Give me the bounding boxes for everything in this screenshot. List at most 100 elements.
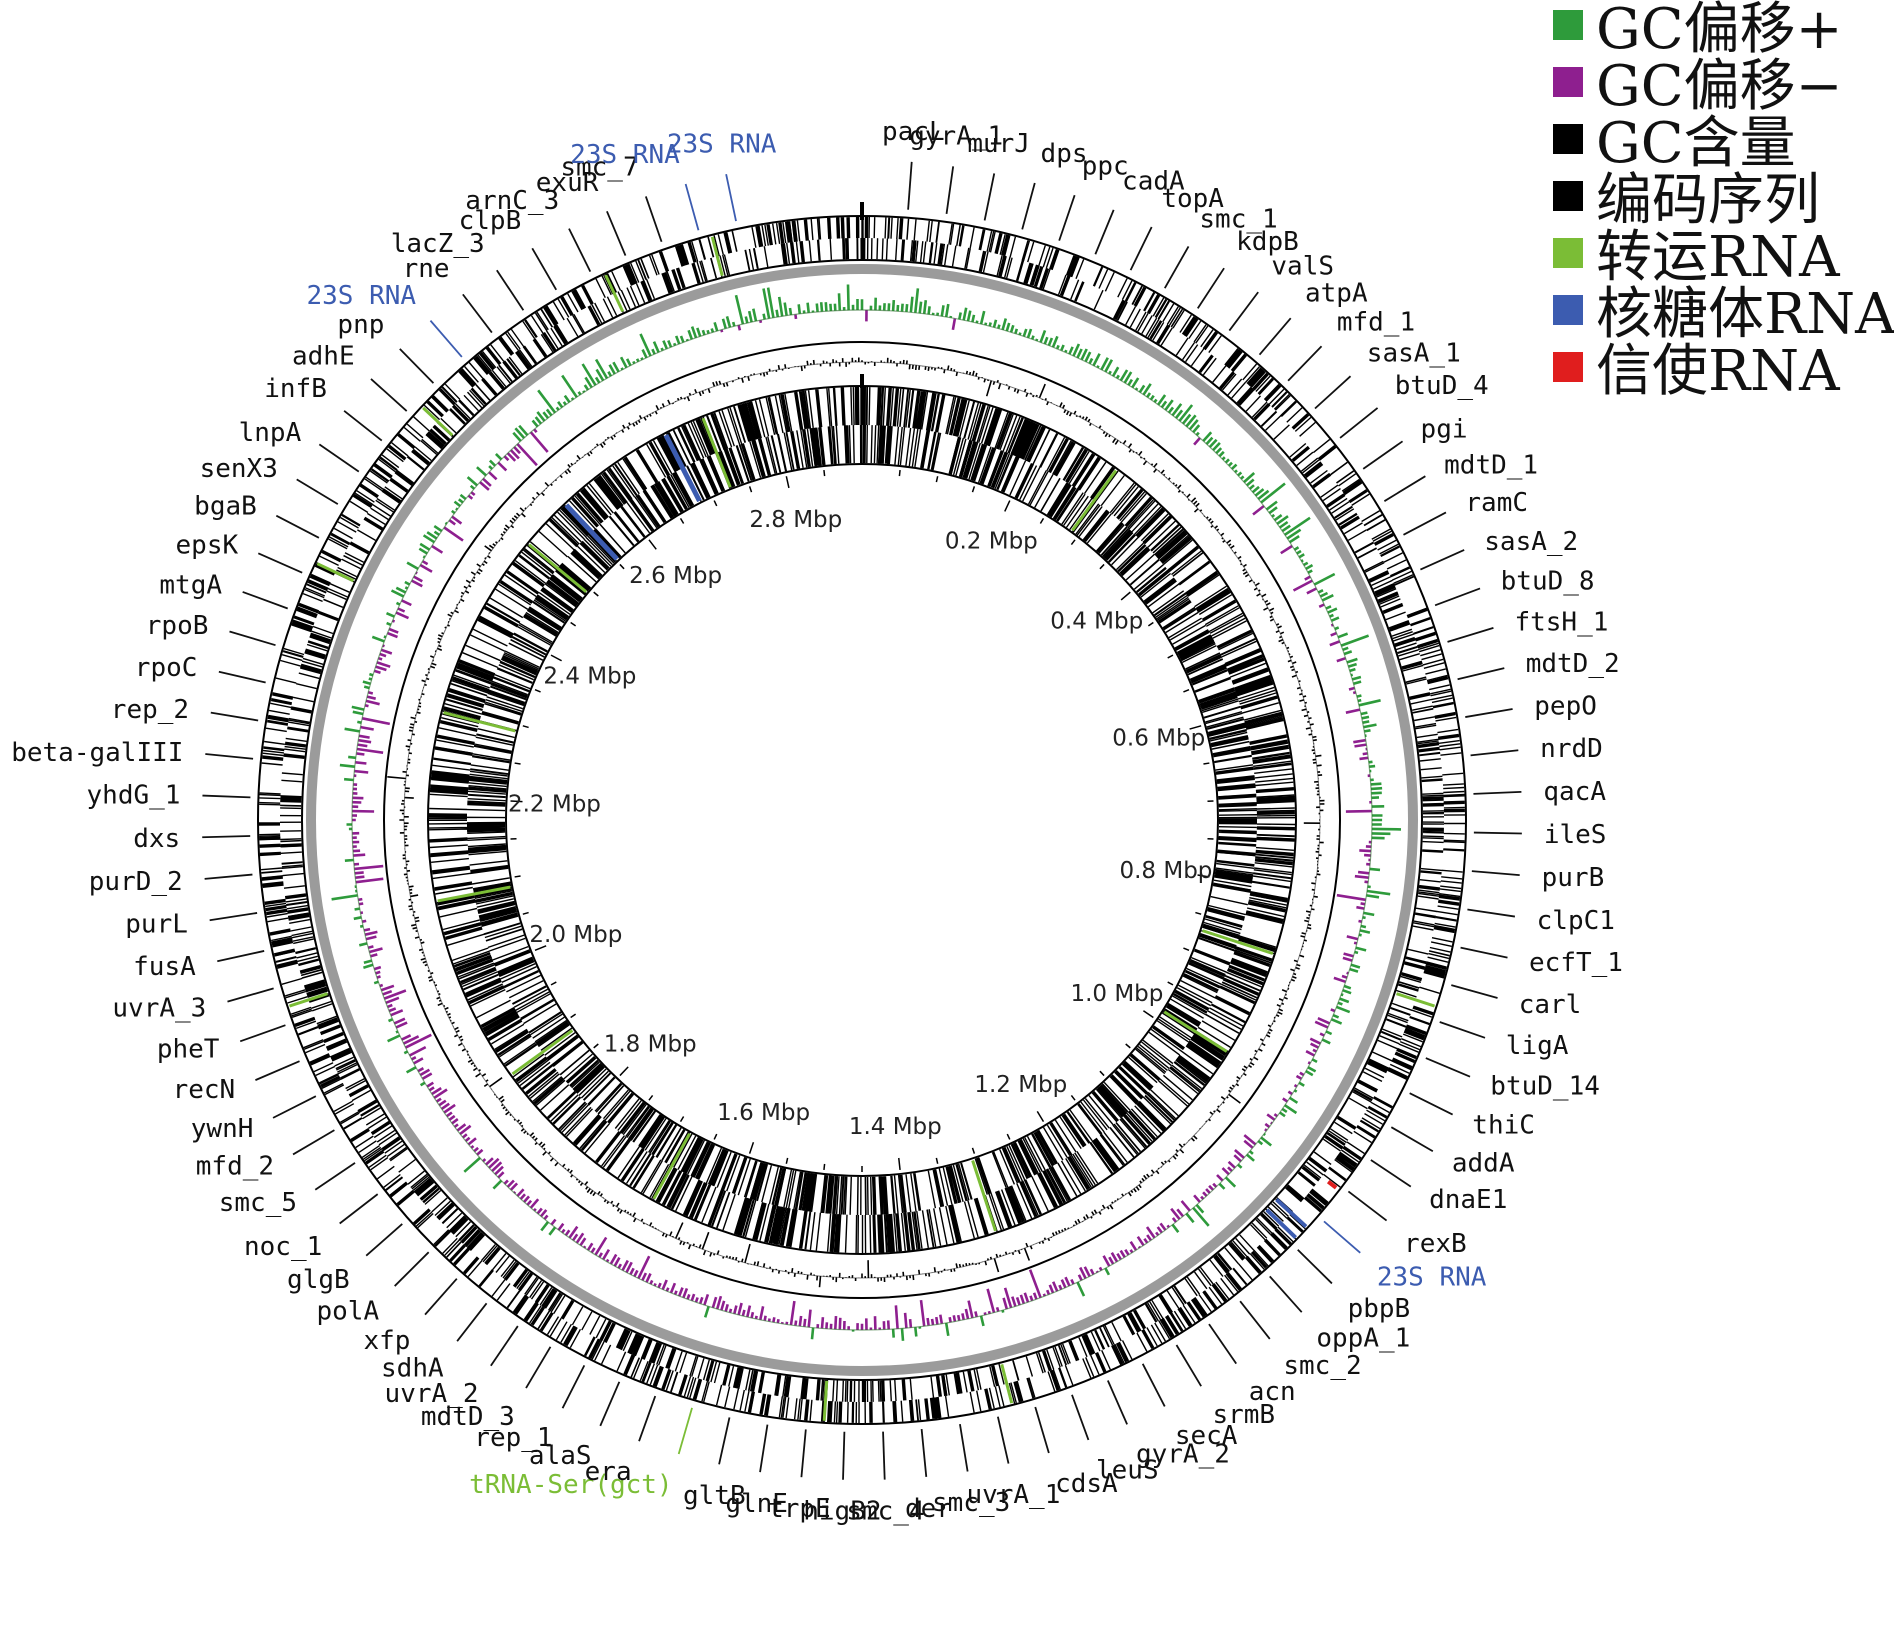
gene-label: kdpB [1236, 227, 1299, 257]
gene-label: btuD_14 [1490, 1071, 1600, 1101]
gene-label: ramC [1465, 488, 1528, 518]
legend-label: 转运RNA [1596, 225, 1840, 290]
scale-tick [550, 981, 557, 986]
gene-leader-line [1370, 1159, 1412, 1188]
scale-label: 1.4 Mbp [849, 1114, 942, 1140]
gene-label: rpoC [135, 653, 198, 683]
gene-label: clpC1 [1537, 906, 1615, 936]
gene-label: uvrA_3 [112, 994, 206, 1024]
legend-label: GC偏移− [1596, 54, 1843, 119]
gene-leader-line [1471, 870, 1520, 877]
gene-leader-line [1071, 1394, 1090, 1441]
gene-label: smc_4 [846, 1497, 924, 1527]
scale-label: 0.6 Mbp [1112, 726, 1205, 752]
gene-label: secA [1175, 1421, 1238, 1451]
gene-leader-line [1021, 182, 1036, 230]
scale-tick [1070, 539, 1076, 546]
gene-label: alaS [529, 1441, 592, 1471]
gene-leader-line [209, 912, 258, 922]
gene-label: cdsA [1055, 1469, 1118, 1499]
trna-feature [1396, 992, 1435, 1008]
trna-feature [289, 992, 328, 1008]
gene-leader-line [399, 348, 435, 384]
gene-leader-line [1465, 708, 1513, 718]
scale-tick [1203, 762, 1210, 765]
gene-leader-line [1473, 831, 1522, 835]
gene-leader-line [204, 873, 253, 880]
gene-label: mdtD_3 [421, 1402, 515, 1432]
gene-leader-line [202, 794, 251, 799]
gene-label: 23S RNA [307, 281, 417, 311]
gene-label: addA [1452, 1148, 1515, 1178]
gene-leader-line [1403, 511, 1447, 536]
scale-tick [1195, 911, 1202, 915]
gene-leader-line [1034, 1406, 1050, 1454]
gene-leader-line [296, 478, 339, 505]
scale-label: 2.2 Mbp [508, 791, 601, 817]
scale-tick [679, 517, 685, 524]
gene-label: mdtD_1 [1444, 451, 1538, 481]
gene-label: lacZ_3 [391, 229, 485, 259]
gene-leader-line [1287, 345, 1323, 382]
scale-label: 1.0 Mbp [1070, 981, 1163, 1007]
gene-leader-line [1390, 1126, 1434, 1153]
gene-leader-line [842, 1431, 846, 1480]
gene-label: ywnH [191, 1114, 254, 1144]
gene-label: mtgA [159, 570, 222, 600]
scale-tick [1183, 947, 1190, 951]
gc-content-baseline [403, 361, 1321, 1279]
trna-feature [316, 562, 355, 583]
mrna-feature [1326, 1180, 1338, 1190]
scale-tick [1099, 563, 1105, 570]
gc-skew-baseline [351, 309, 1373, 1331]
gene-leader-line [907, 161, 913, 210]
legend-label: GC偏移+ [1596, 0, 1843, 62]
gene-label: purL [125, 910, 188, 940]
gene-label: rpoB [146, 611, 209, 641]
gene-leader-line [257, 552, 303, 574]
gene-leader-line [496, 269, 525, 311]
gene-leader-line [1107, 1380, 1128, 1425]
gene-leader-line [1129, 226, 1153, 271]
scale-tick [514, 875, 521, 878]
gene-label: topA [1161, 184, 1224, 214]
scale-label: 2.8 Mbp [749, 507, 842, 533]
scale-tick [713, 500, 718, 507]
gene-leader-line [1470, 749, 1519, 757]
gene-leader-line [1314, 375, 1352, 410]
gene-label: smc_1 [1199, 204, 1277, 234]
gene-label: purD_2 [89, 867, 183, 897]
gene-leader-line [718, 1417, 731, 1465]
gene-label: qacA [1543, 777, 1606, 807]
gene-label: rep_2 [111, 695, 189, 725]
scale-tick [935, 1157, 939, 1164]
gene-leader-line [920, 1429, 928, 1477]
gene-label: mfd_1 [1337, 307, 1415, 337]
trna-feature [1071, 469, 1118, 532]
gene-label: pepO [1534, 691, 1597, 721]
gene-label: pheT [157, 1035, 220, 1065]
gene-leader-line [677, 1407, 693, 1455]
gene-leader-line [684, 183, 700, 231]
gene-leader-line [1239, 1300, 1271, 1340]
gene-leader-line [882, 1431, 886, 1480]
scale-tick [679, 1116, 685, 1123]
scale-tick [1167, 654, 1174, 659]
scale-label: 2.4 Mbp [543, 664, 636, 690]
gene-label: pnp [337, 310, 384, 340]
gene-label: pbpB [1348, 1294, 1411, 1324]
gene-label: arnC_3 [465, 186, 559, 216]
legend-label: GC含量 [1596, 111, 1796, 176]
gene-label: dnaE1 [1429, 1185, 1507, 1215]
gene-leader-line [456, 1302, 488, 1342]
gene-label: era [585, 1457, 632, 1487]
gene-leader-line [343, 410, 383, 442]
scale-tick [898, 469, 901, 477]
scale-label: 1.6 Mbp [717, 1100, 810, 1126]
gene-leader-line [370, 378, 408, 412]
gene-label: gyrA_2 [1136, 1440, 1230, 1470]
gene-leader-line [210, 711, 259, 722]
gene-leader-line [202, 835, 251, 839]
gene-label: btuD_4 [1395, 371, 1489, 401]
scale-tick [785, 1157, 789, 1164]
